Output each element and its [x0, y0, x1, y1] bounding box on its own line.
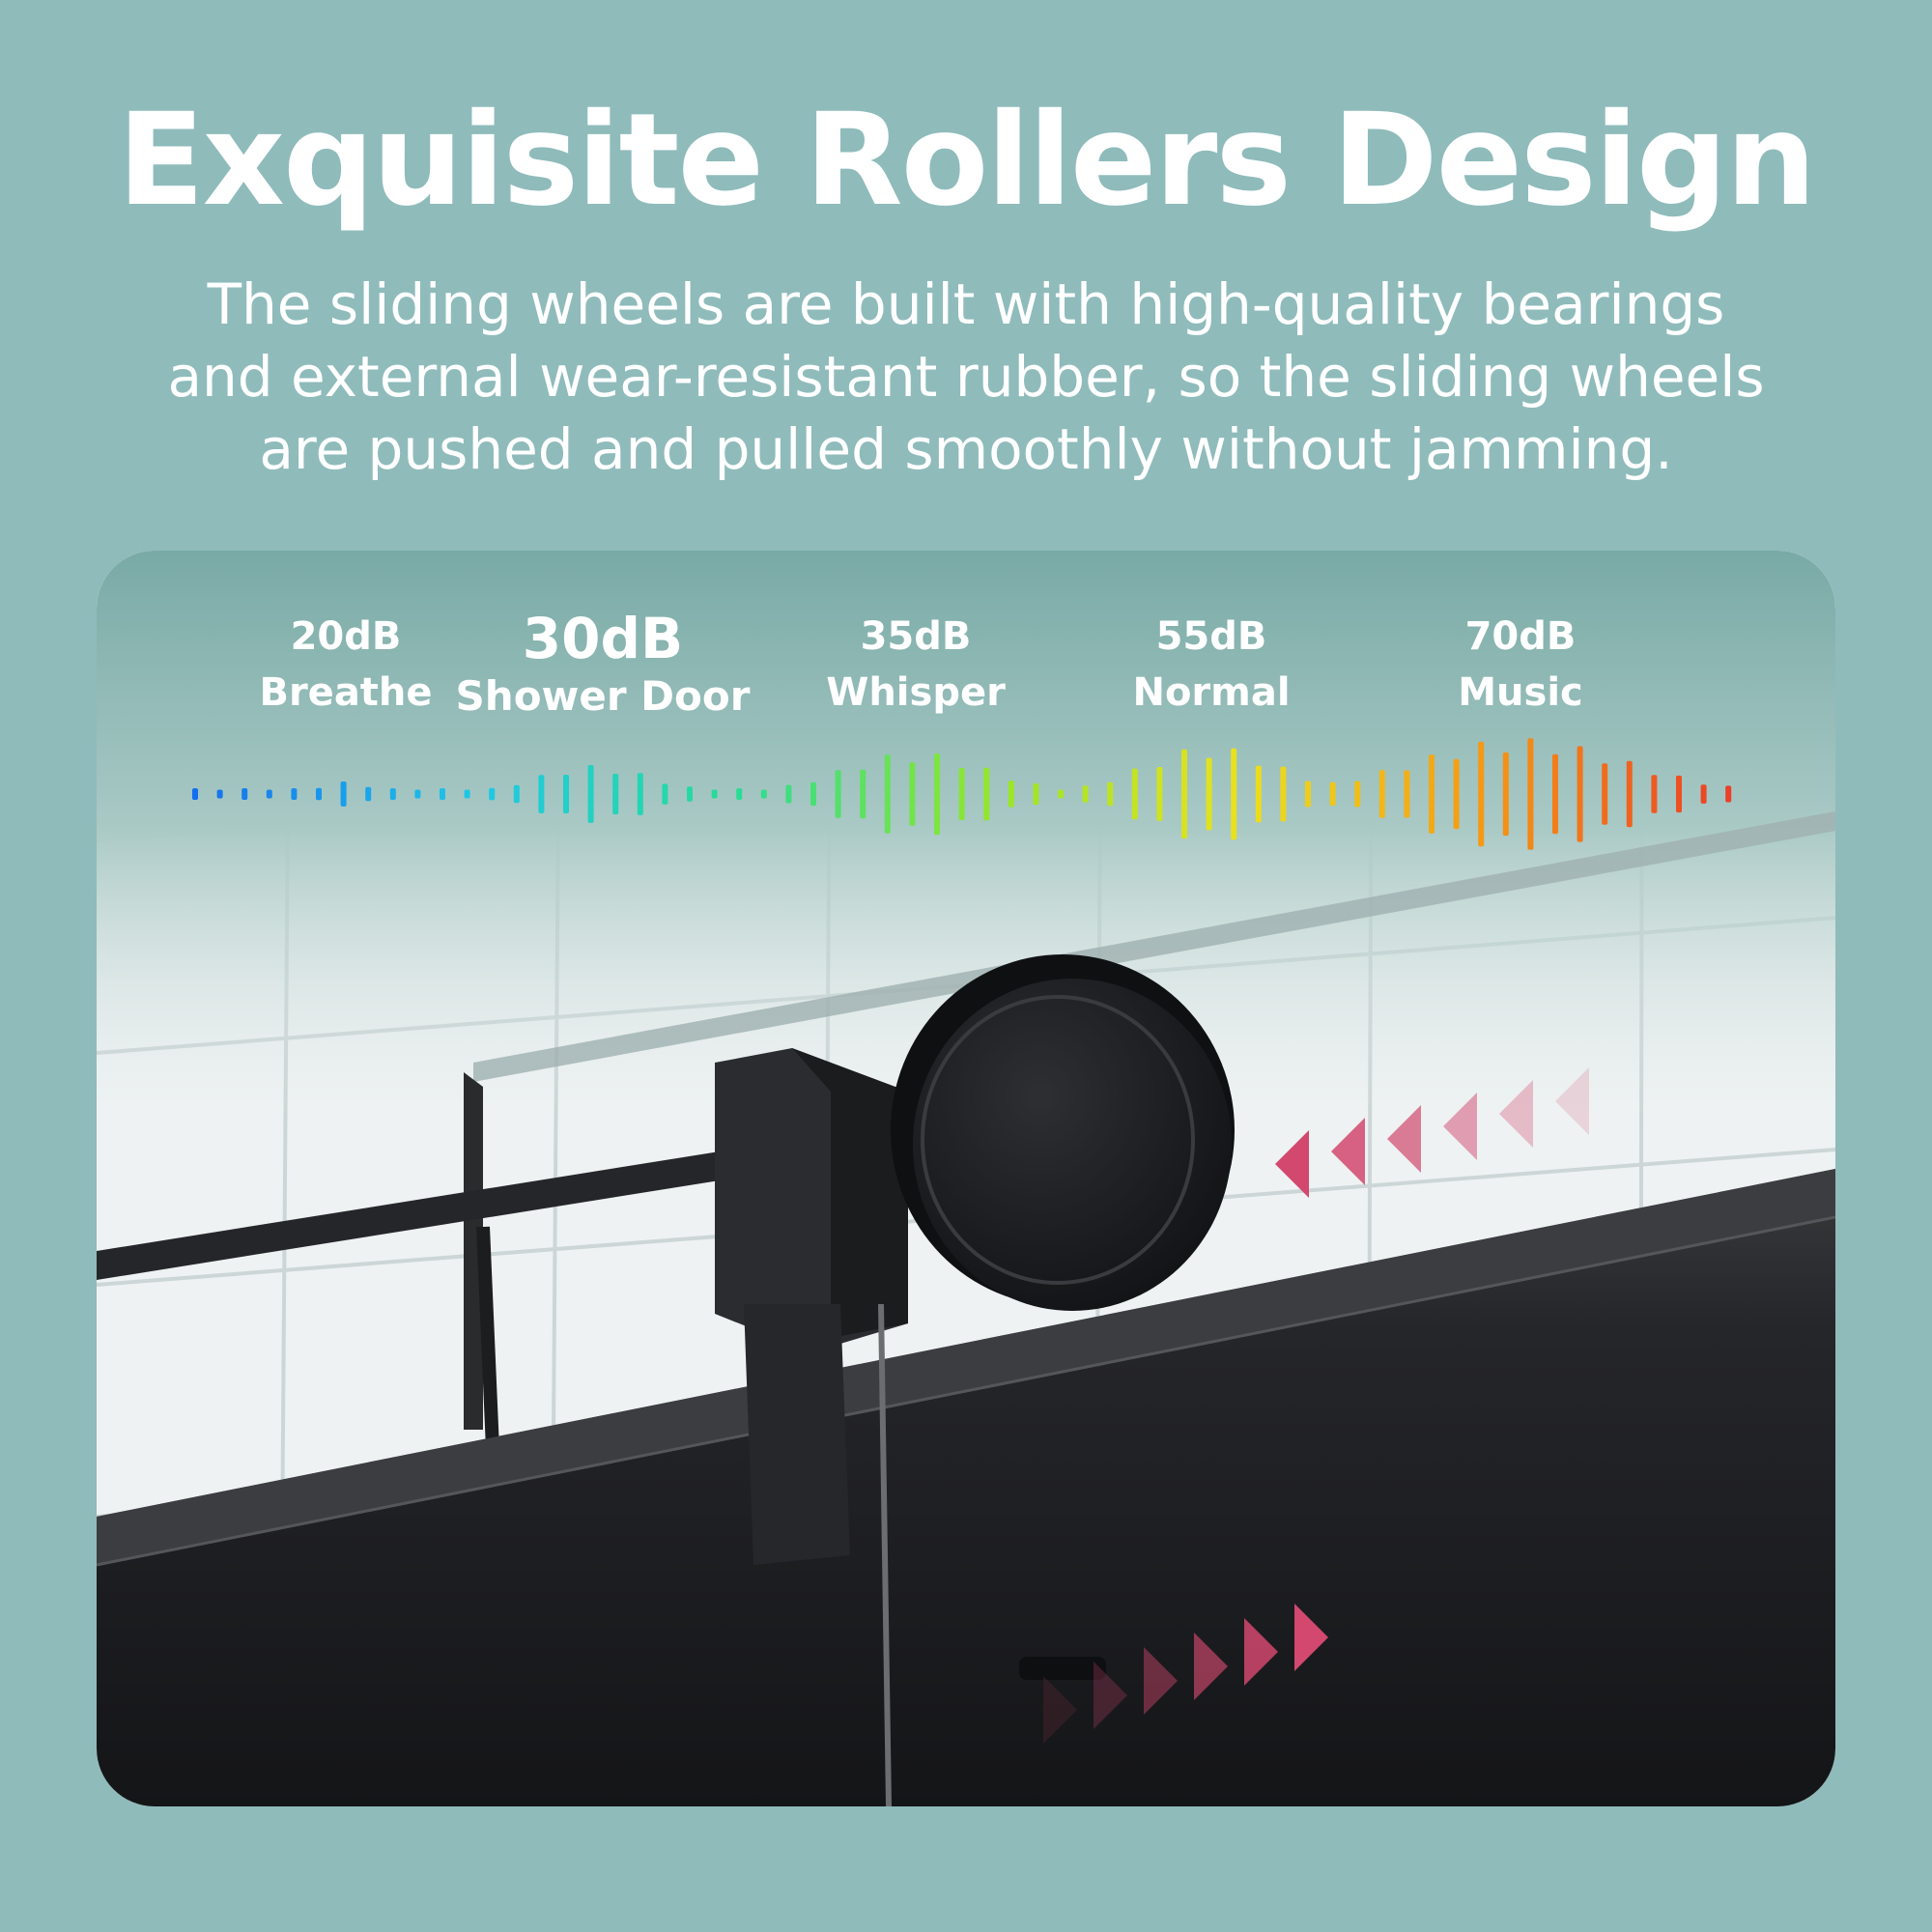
- sound-wave-bar: [587, 765, 594, 823]
- noise-level-whisper: 35dB Whisper: [826, 609, 1006, 721]
- left-arrows-icon: [1275, 1067, 1589, 1198]
- sound-wave-bar: [958, 768, 965, 820]
- sound-wave-bar: [785, 784, 792, 804]
- right-arrows-icon: [1043, 1604, 1328, 1744]
- sound-wave-bar: [860, 769, 867, 819]
- noise-level-normal: 55dB Normal: [1132, 609, 1290, 721]
- track-rail: [97, 1169, 1835, 1806]
- sound-wave-bar: [1033, 782, 1039, 806]
- sound-wave-bar: [1206, 757, 1212, 831]
- sound-wave-bar: [1058, 789, 1064, 799]
- sound-wave-bar: [489, 787, 496, 801]
- sound-wave-bar: [1329, 781, 1336, 807]
- sound-wave-bar: [1478, 741, 1485, 847]
- noise-level-db: 70dB: [1464, 614, 1577, 659]
- noise-level-db: 20dB: [290, 614, 402, 659]
- sound-wave-bar: [909, 762, 916, 826]
- sound-wave-bar: [389, 788, 396, 800]
- sound-wave-bar: [538, 775, 545, 813]
- noise-level-db: 55dB: [1155, 614, 1267, 659]
- noise-level-shower-door: 30dB Shower Door: [456, 609, 751, 725]
- sound-wave-bar: [1280, 766, 1287, 822]
- sound-wave-bar: [340, 781, 347, 807]
- sound-wave-bar: [365, 786, 372, 802]
- sound-wave-bar: [1725, 785, 1732, 803]
- noise-level-music: 70dB Music: [1458, 609, 1583, 721]
- glass-edge: [97, 1140, 792, 1280]
- sound-wave-bar: [1527, 738, 1534, 850]
- noise-level-db: 30dB: [522, 606, 684, 671]
- sound-wave-bar: [736, 788, 743, 800]
- sound-wave-bar: [192, 788, 198, 800]
- sound-wave-bar: [1502, 752, 1509, 837]
- description-line: and external wear-resistant rubber, so t…: [167, 344, 1765, 410]
- sound-wave-bar: [983, 767, 990, 821]
- sound-wave-bar: [1453, 758, 1460, 830]
- sound-wave-bar: [513, 784, 520, 804]
- sound-wave-bar: [266, 789, 272, 799]
- sound-wave-bar: [1131, 768, 1138, 820]
- sound-wave-bar: [1626, 760, 1633, 828]
- sound-wave-bar: [760, 789, 767, 799]
- sound-wave-bar: [1429, 754, 1435, 834]
- sound-wave-bar: [1378, 770, 1385, 818]
- sound-wave-bar: [637, 773, 643, 815]
- product-photo-panel: 20dB Breathe 30dB Shower Door 35dB Whisp…: [97, 551, 1835, 1806]
- sound-wave-bar: [216, 789, 223, 799]
- sound-wave-bar: [1008, 781, 1014, 808]
- sound-wave-bar: [687, 786, 693, 802]
- sound-wave-bar: [291, 788, 298, 800]
- sound-wave-bar: [1082, 785, 1089, 803]
- sound-wave-bar: [464, 789, 470, 799]
- sound-wave-icon: [192, 738, 1732, 850]
- noise-level-db: 35dB: [860, 614, 972, 659]
- noise-level-name: Breathe: [259, 670, 433, 715]
- sound-wave-bar: [612, 774, 619, 814]
- noise-level-name: Normal: [1132, 670, 1291, 715]
- sound-wave-bar: [1700, 784, 1707, 804]
- roller-wheel: [913, 979, 1232, 1311]
- page-title: Exquisite Rollers Design: [117, 86, 1817, 235]
- sound-wave-bar: [242, 788, 248, 800]
- sound-wave-bar: [835, 770, 841, 818]
- sound-wave-bar: [563, 775, 569, 813]
- sound-wave-bar: [1255, 765, 1262, 823]
- description: The sliding wheels are built with high-q…: [145, 269, 1787, 486]
- noise-level-name: Shower Door: [455, 672, 751, 720]
- sound-wave-bar: [1577, 746, 1583, 842]
- sound-wave-bar: [884, 754, 891, 834]
- sound-wave-bar: [1404, 770, 1410, 818]
- roller-photo: [97, 551, 1835, 1806]
- sound-wave-bar: [1651, 775, 1658, 813]
- sound-wave-bar: [1181, 749, 1187, 839]
- sound-wave-bar: [1676, 775, 1682, 813]
- sound-wave-bar: [1552, 753, 1558, 835]
- noise-level-name: Music: [1458, 670, 1583, 715]
- sound-wave-bar: [1602, 763, 1608, 825]
- noise-level-name: Whisper: [826, 670, 1006, 715]
- sound-wave-bar: [934, 753, 940, 836]
- sound-wave-bar: [1107, 781, 1114, 807]
- sound-wave-bar: [1231, 748, 1237, 840]
- sound-wave-bar: [1305, 781, 1311, 808]
- sound-wave-bar: [316, 787, 322, 801]
- sound-wave-bar: [711, 789, 718, 799]
- description-line: are pushed and pulled smoothly without j…: [259, 416, 1673, 482]
- sound-wave-bar: [1156, 767, 1163, 821]
- sound-wave-bar: [662, 783, 668, 805]
- noise-level-breathe: 20dB Breathe: [259, 609, 432, 721]
- description-line: The sliding wheels are built with high-q…: [207, 271, 1725, 337]
- sound-wave-bar: [810, 781, 816, 807]
- sound-wave-bar: [1354, 781, 1361, 808]
- sound-wave-bar: [440, 788, 445, 800]
- sound-wave-bar: [414, 789, 421, 799]
